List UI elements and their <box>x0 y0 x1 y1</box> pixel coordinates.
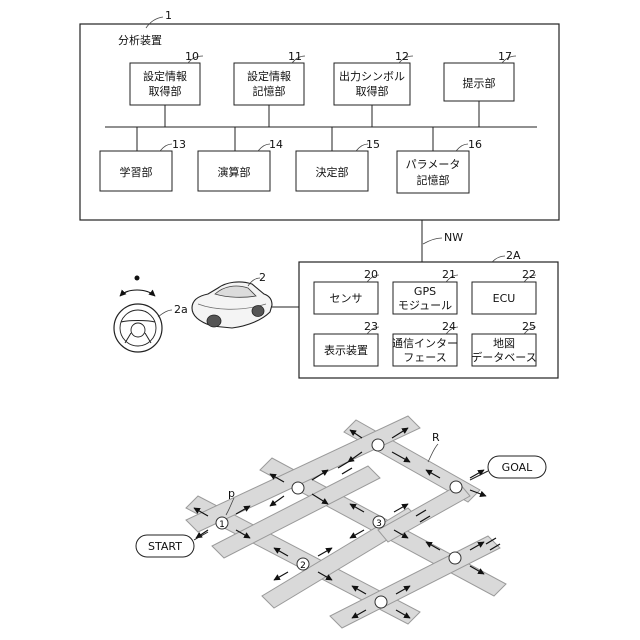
svg-text:出力シンボル: 出力シンボル <box>339 69 405 83</box>
svg-text:通信インター: 通信インター <box>392 337 458 350</box>
onboard-leader <box>492 256 505 262</box>
route-leader <box>428 444 438 462</box>
ref-24: 24 <box>442 320 456 333</box>
svg-text:記憶部: 記憶部 <box>417 173 450 187</box>
ref-13: 13 <box>172 138 186 151</box>
svg-text:データベース: データベース <box>471 350 536 364</box>
network-label: NW <box>444 231 463 244</box>
ref-22: 22 <box>522 268 536 281</box>
ref-1: 1 <box>165 9 172 22</box>
steering-leader <box>158 310 172 317</box>
svg-text:決定部: 決定部 <box>316 165 349 179</box>
svg-text:センサ: センサ <box>330 292 363 305</box>
node-bottom <box>375 596 387 608</box>
ref-15: 15 <box>366 138 380 151</box>
ref-16: 16 <box>468 138 482 151</box>
vehicle-car: 2 <box>192 271 272 328</box>
node-lower-right <box>449 552 461 564</box>
svg-text:設定情報: 設定情報 <box>143 69 187 83</box>
ref-2: 2 <box>259 271 266 284</box>
network-leader <box>423 238 442 244</box>
ref-2A: 2A <box>506 249 521 262</box>
svg-text:演算部: 演算部 <box>218 165 251 179</box>
route-label: R <box>432 431 440 444</box>
svg-text:ECU: ECU <box>493 292 516 305</box>
ref-23: 23 <box>364 320 378 333</box>
start-terminal: START <box>136 532 208 557</box>
goal-terminal: GOAL <box>470 456 546 480</box>
ref-14: 14 <box>269 138 283 151</box>
ref-25: 25 <box>522 320 536 333</box>
ref-11: 11 <box>288 50 302 63</box>
steering-rotation-arrow <box>120 290 155 296</box>
steering-wheel: 2a <box>114 276 188 353</box>
node-3-label: 3 <box>376 519 382 529</box>
svg-text:GPS: GPS <box>414 285 436 298</box>
onboard-system: 2A センサ 20 GPS モジュール 21 ECU 22 表示装置 23 <box>299 249 558 378</box>
ref-20: 20 <box>364 268 378 281</box>
svg-text:記憶部: 記憶部 <box>253 84 286 98</box>
ref-21: 21 <box>442 268 456 281</box>
svg-text:地図: 地図 <box>493 337 515 350</box>
ref-12: 12 <box>395 50 409 63</box>
node-upper-left <box>292 482 304 494</box>
svg-text:フェース: フェース <box>403 351 446 364</box>
svg-text:取得部: 取得部 <box>356 84 389 98</box>
ref-2a: 2a <box>174 303 188 316</box>
svg-text:モジュール: モジュール <box>398 299 452 312</box>
node-2-label: 2 <box>300 561 306 571</box>
ref-10: 10 <box>185 50 199 63</box>
svg-text:提示部: 提示部 <box>463 76 496 90</box>
svg-text:パラメータ: パラメータ <box>406 158 461 171</box>
node-top <box>372 439 384 451</box>
goal-label: GOAL <box>502 461 534 474</box>
steering-dot <box>135 276 140 281</box>
ref-17: 17 <box>498 50 512 63</box>
start-label: START <box>148 540 182 553</box>
road-network: 1 3 2 p R START GOAL <box>136 416 546 628</box>
svg-text:表示装置: 表示装置 <box>324 343 368 357</box>
node-1-label: 1 <box>219 520 225 530</box>
point-label: p <box>228 487 235 500</box>
svg-text:学習部: 学習部 <box>120 165 153 179</box>
analysis-device: 1 分析装置 設定情報 取得部 10 設定情報 記憶部 11 出力シンボル 取得… <box>80 9 559 220</box>
node-right <box>450 481 462 493</box>
analysis-device-title: 分析装置 <box>118 33 162 47</box>
svg-text:設定情報: 設定情報 <box>247 69 291 83</box>
svg-text:取得部: 取得部 <box>149 84 182 98</box>
